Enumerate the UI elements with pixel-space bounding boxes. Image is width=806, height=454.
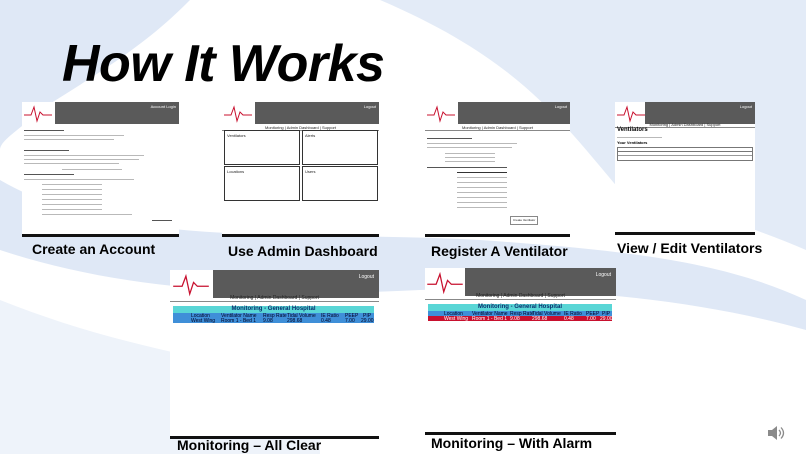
- heartbeat-logo-icon: [224, 105, 252, 123]
- thumbnail-monitoring-all-clear: Logout Monitoring | Admin Dashboard | Su…: [170, 270, 379, 439]
- thumbnail-view-edit-ventilators: Logout Monitoring | Admin Dashboard | Su…: [615, 102, 755, 235]
- ventilators-table: [617, 147, 753, 161]
- nav-bar[interactable]: Monitoring | Admin Dashboard | Support: [425, 293, 616, 300]
- header-link[interactable]: Logout: [595, 272, 611, 278]
- table-row-alarm[interactable]: West Wing Room 1 - Bed 1 9.08 298.68 0.4…: [428, 316, 613, 322]
- nav-bar[interactable]: Monitoring | Admin Dashboard | Support: [615, 122, 755, 128]
- nav-bar[interactable]: Monitoring | Admin Dashboard | Support: [170, 295, 379, 302]
- heartbeat-logo-icon: [24, 105, 52, 123]
- caption-monitoring-all-clear: Monitoring – All Clear: [177, 437, 322, 453]
- dashboard-box-locations[interactable]: Locations: [224, 166, 300, 201]
- header-bar: Account Login: [55, 102, 179, 124]
- header-bar: Logout: [213, 270, 379, 298]
- monitoring-table-title: Monitoring - General Hospital: [428, 304, 612, 311]
- header-link[interactable]: Logout: [739, 104, 752, 109]
- caption-view-edit-ventilators: View / Edit Ventilators: [617, 240, 763, 256]
- dashboard-box-users[interactable]: Users: [302, 166, 378, 201]
- header-link[interactable]: Logout: [363, 104, 376, 109]
- create-ventilator-button[interactable]: Create Ventilator: [510, 216, 538, 225]
- table-row[interactable]: West Wing Room 1 - Bed 1 9.08 298.68 0.4…: [173, 318, 374, 324]
- header-link[interactable]: Account Login: [150, 104, 176, 109]
- slide-title: How It Works: [62, 35, 385, 93]
- thumbnail-register-ventilator: Logout Monitoring | Admin Dashboard | Su…: [425, 102, 570, 237]
- monitoring-table-header: Location Ventilator Name Resp Rate Tidal…: [428, 311, 612, 317]
- thumbnail-create-account: Account Login: [22, 102, 179, 237]
- header-link[interactable]: Logout: [358, 274, 374, 280]
- heartbeat-logo-icon: [427, 271, 463, 295]
- caption-monitoring-with-alarm: Monitoring – With Alarm: [431, 435, 593, 451]
- caption-create-account: Create an Account: [32, 241, 156, 257]
- header-link[interactable]: Logout: [554, 104, 567, 109]
- caption-register-ventilator: Register A Ventilator: [431, 243, 568, 259]
- header-bar: Logout: [458, 102, 570, 124]
- header-bar: Logout: [465, 268, 616, 296]
- dashboard-box-alerts[interactable]: Alerts: [302, 130, 378, 165]
- heartbeat-logo-icon: [617, 105, 645, 123]
- header-bar: Logout: [255, 102, 379, 124]
- monitoring-table-header: Location Ventilator Name Resp Rate Tidal…: [173, 313, 374, 319]
- heartbeat-logo-icon: [173, 273, 209, 297]
- nav-bar[interactable]: Monitoring | Admin Dashboard | Support: [222, 125, 379, 131]
- dashboard-box-ventilators[interactable]: Ventilators: [224, 130, 300, 165]
- monitoring-table-title: Monitoring - General Hospital: [173, 306, 374, 313]
- thumbnail-monitoring-with-alarm: Logout Monitoring | Admin Dashboard | Su…: [425, 268, 616, 435]
- ventilators-heading: Ventilators: [617, 127, 648, 133]
- thumbnail-admin-dashboard: Logout Monitoring | Admin Dashboard | Su…: [222, 102, 379, 237]
- speaker-icon[interactable]: [766, 424, 788, 442]
- caption-admin-dashboard: Use Admin Dashboard: [228, 243, 378, 259]
- your-ventilators-subheading: Your Ventilators: [617, 140, 648, 145]
- header-bar: Logout: [645, 102, 755, 124]
- nav-bar[interactable]: Monitoring | Admin Dashboard | Support: [425, 125, 570, 131]
- heartbeat-logo-icon: [427, 105, 455, 123]
